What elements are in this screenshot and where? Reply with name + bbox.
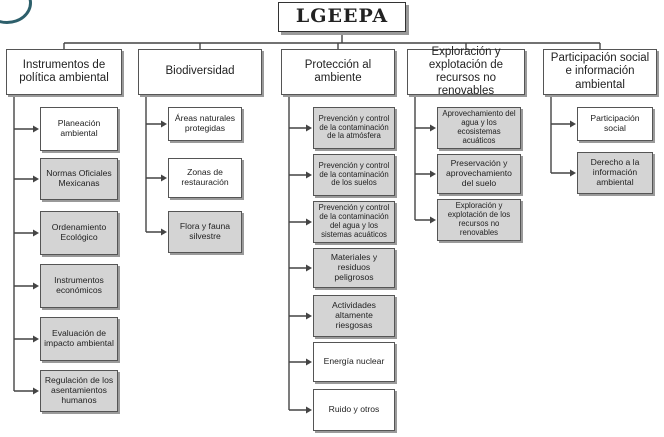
leaf-arrow-5-2: [570, 169, 576, 177]
leaf-arrow-3-1: [306, 124, 312, 132]
leaf-box-1-4: Instrumentos económicos: [40, 264, 118, 308]
leaf-arrow-3-4: [306, 264, 312, 272]
leaf-box-3-2: Prevención y control de la contaminación…: [313, 154, 395, 196]
leaf-arrow-4-2: [430, 170, 436, 178]
leaf-arrow-2-2: [161, 174, 167, 182]
leaf-arrow-3-2: [306, 171, 312, 179]
leaf-box-4-3: Exploración y explotación de los recurso…: [437, 199, 521, 241]
leaf-box-2-2: Zonas de restauración: [168, 158, 242, 198]
leaf-box-5-2: Derecho a la información ambiental: [577, 152, 653, 194]
category-box-1: Instrumentos de política ambiental: [6, 49, 122, 95]
leaf-box-2-1: Áreas naturales protegidas: [168, 107, 242, 141]
leaf-arrow-3-7: [306, 406, 312, 414]
leaf-arrow-1-1: [33, 125, 39, 133]
leaf-box-4-1: Aprovechamiento del agua y los ecosistem…: [437, 107, 521, 149]
category-box-5: Participación social e información ambie…: [543, 49, 657, 95]
leaf-arrow-5-1: [570, 120, 576, 128]
leaf-box-3-1: Prevención y control de la contaminación…: [313, 107, 395, 149]
leaf-box-1-1: Planeación ambiental: [40, 107, 118, 151]
leaf-box-1-3: Ordenamiento Ecológico: [40, 211, 118, 255]
leaf-box-3-7: Ruido y otros: [313, 389, 395, 431]
leaf-box-2-3: Flora y fauna silvestre: [168, 211, 242, 253]
root-title-box: LGEEPA: [278, 2, 406, 32]
leaf-arrow-1-6: [33, 387, 39, 395]
leaf-arrow-3-3: [306, 218, 312, 226]
leaf-box-1-5: Evaluación de impacto ambiental: [40, 317, 118, 361]
leaf-box-1-2: Normas Oficiales Mexicanas: [40, 158, 118, 200]
leaf-arrow-2-3: [161, 228, 167, 236]
category-box-2: Biodiversidad: [138, 49, 262, 95]
leaf-box-3-4: Materiales y residuos peligrosos: [313, 248, 395, 288]
leaf-arrow-1-2: [33, 175, 39, 183]
leaf-arrow-4-3: [430, 216, 436, 224]
leaf-arrow-3-6: [306, 358, 312, 366]
leaf-arrow-4-1: [430, 124, 436, 132]
category-box-3: Protección al ambiente: [281, 49, 395, 95]
leaf-box-4-2: Preservación y aprovechamiento del suelo: [437, 154, 521, 194]
leaf-arrow-3-5: [306, 312, 312, 320]
leaf-box-3-6: Energía nuclear: [313, 342, 395, 382]
leaf-arrow-1-3: [33, 229, 39, 237]
leaf-box-3-3: Prevención y control de la contaminación…: [313, 201, 395, 243]
leaf-box-5-1: Participación social: [577, 107, 653, 141]
leaf-arrow-2-1: [161, 120, 167, 128]
leaf-arrow-1-5: [33, 335, 39, 343]
leaf-arrow-1-4: [33, 282, 39, 290]
leaf-box-3-5: Actividades altamente riesgosas: [313, 295, 395, 337]
leaf-box-1-6: Regulación de los asentamientos humanos: [40, 370, 118, 412]
category-box-4: Exploración y explotación de recursos no…: [407, 46, 525, 97]
